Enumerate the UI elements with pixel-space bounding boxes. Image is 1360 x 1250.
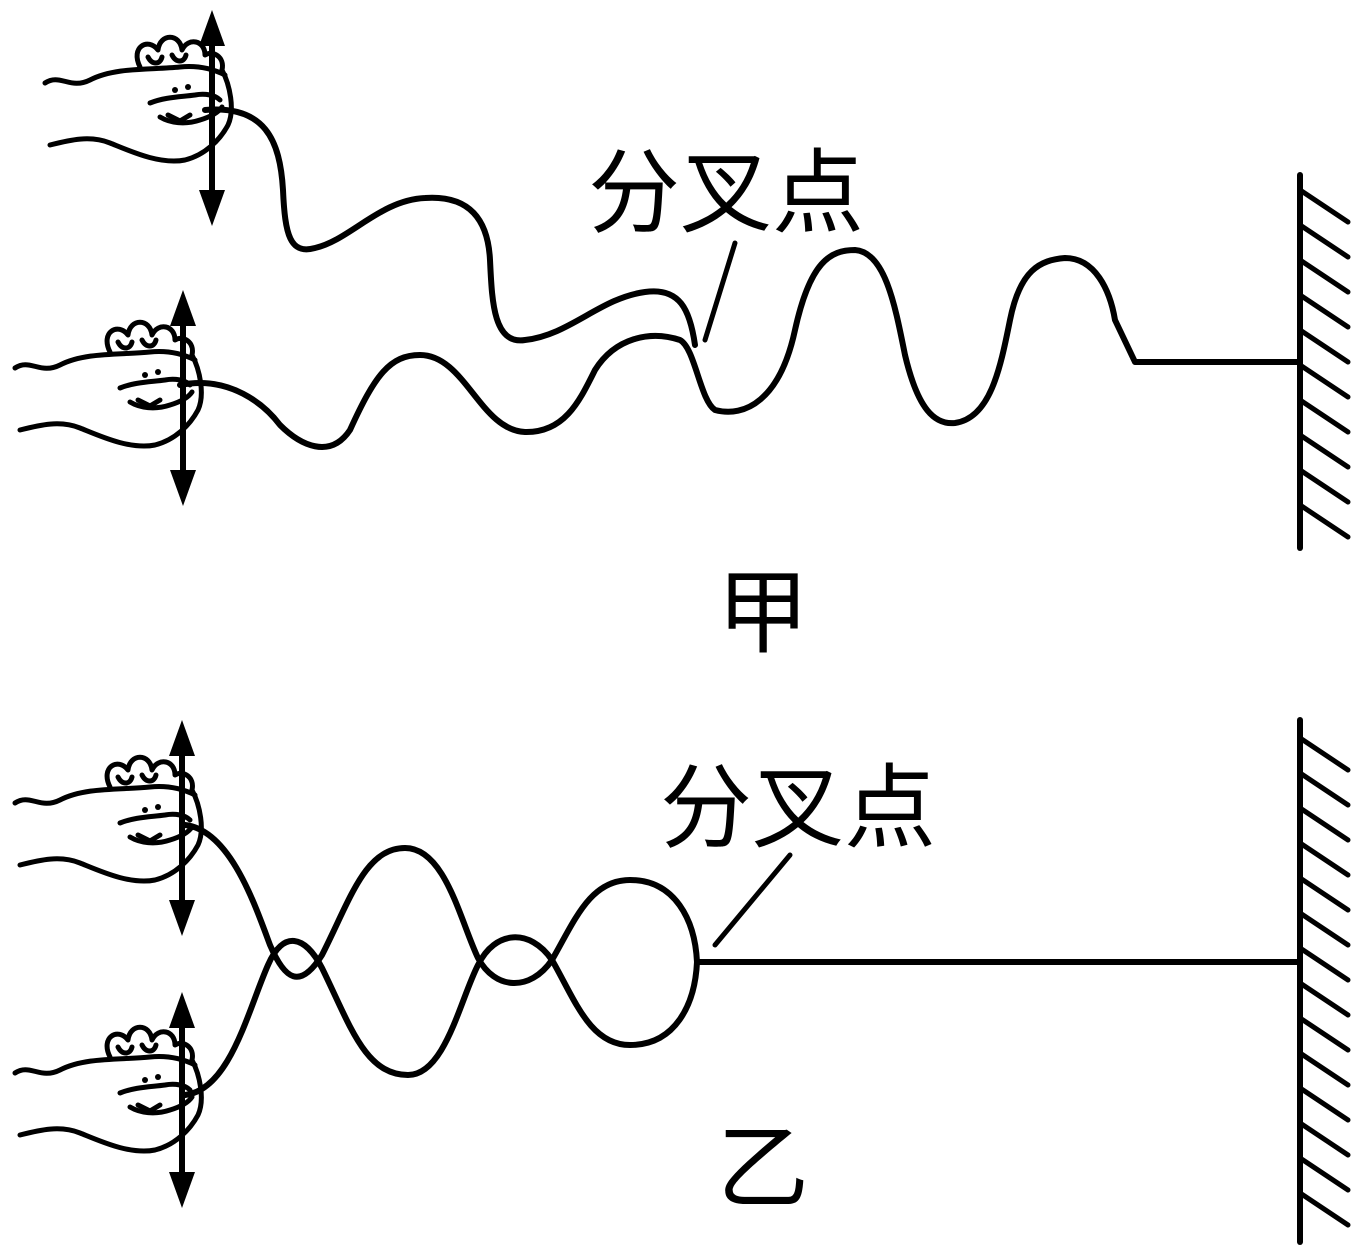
rope-wave-lower	[177, 247, 1300, 450]
caption-a: 甲	[717, 560, 809, 667]
fork-label-b: 分叉点	[660, 755, 936, 862]
rope-wave-upper	[202, 106, 698, 348]
rope-wave-lower-b	[182, 934, 700, 1098]
fixed-wall-icon	[1297, 172, 1351, 551]
hand-icon	[15, 322, 201, 446]
hand-icon	[15, 1027, 201, 1151]
fork-label-a: 分叉点	[588, 140, 864, 247]
fixed-wall-icon	[1297, 717, 1351, 1245]
fork-pointer-a	[702, 240, 738, 343]
diagram-a: 分叉点 甲	[15, 10, 1351, 667]
hand-icon	[45, 37, 231, 161]
fork-pointer-b	[712, 852, 793, 948]
double-arrow-icon	[170, 290, 196, 506]
hand-icon	[15, 757, 201, 881]
rope-wave-upper-b	[182, 822, 700, 986]
caption-b: 乙	[717, 1115, 809, 1222]
diagram-b: 分叉点 乙	[15, 717, 1351, 1245]
